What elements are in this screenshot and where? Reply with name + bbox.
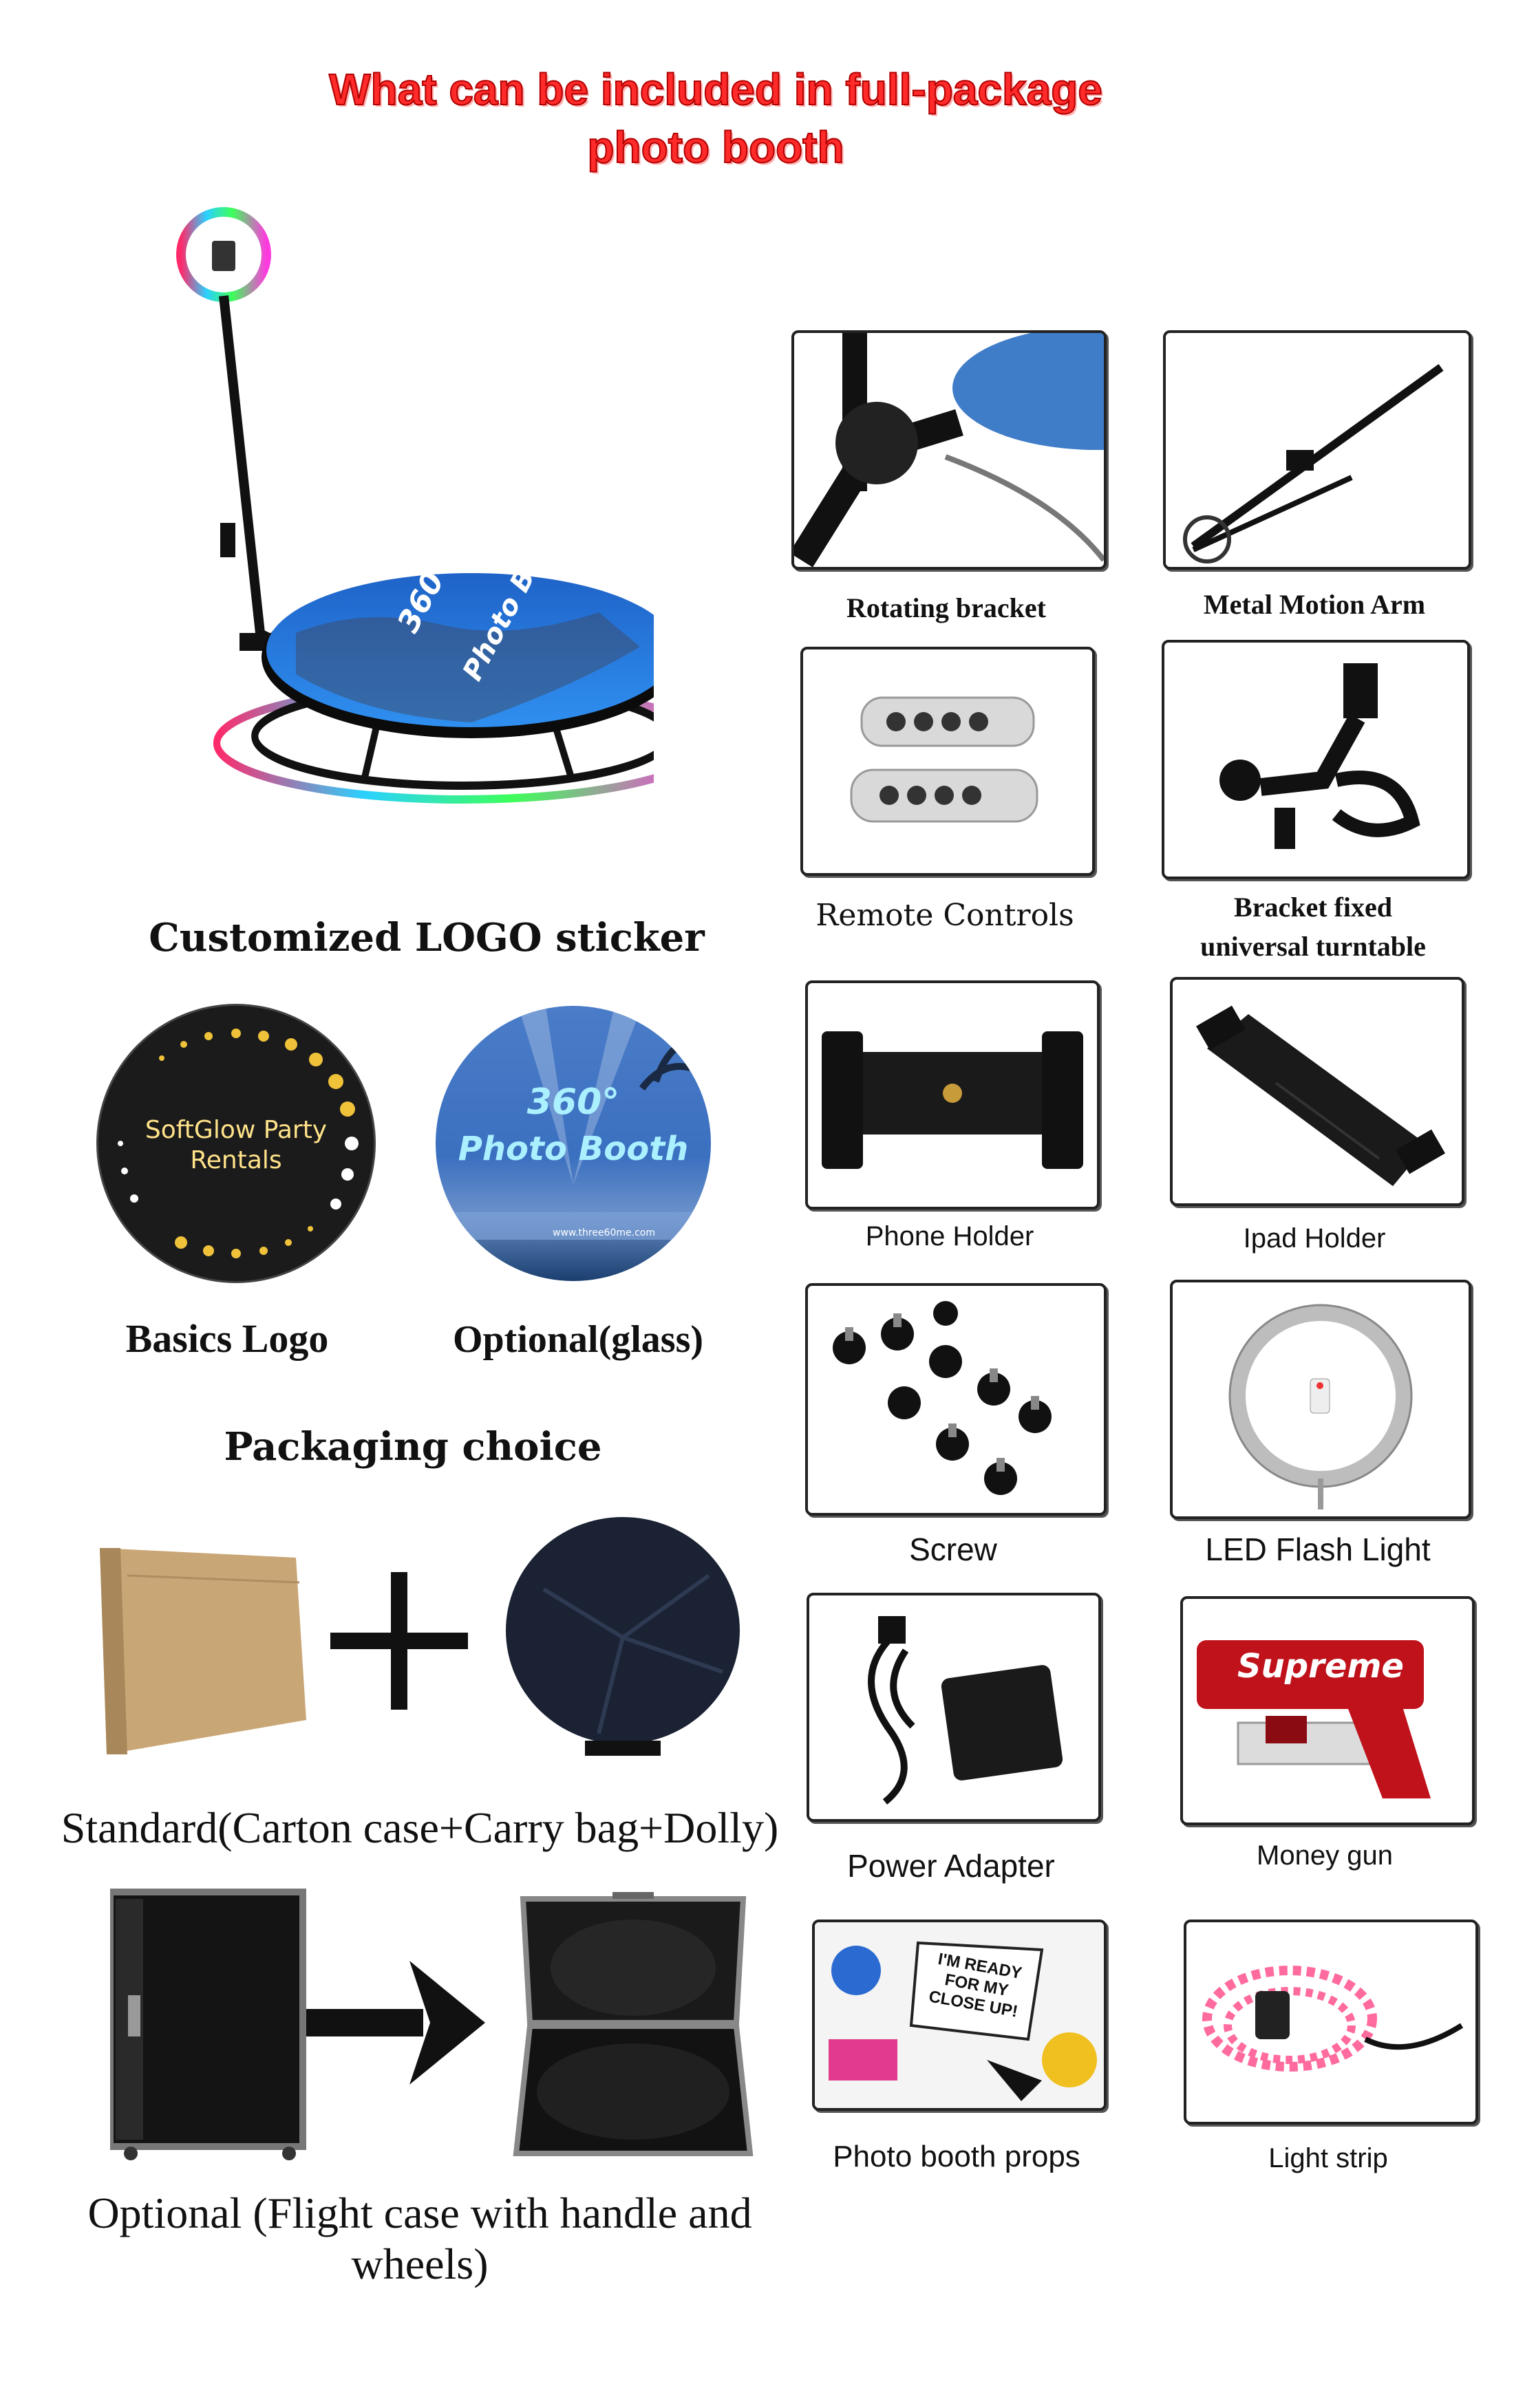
power-adapter-icon xyxy=(868,1616,1063,1805)
flight-case-closed-image xyxy=(107,1885,317,2160)
metal-motion-arm-caption: Metal Motion Arm xyxy=(1203,589,1426,620)
screw-image xyxy=(805,1283,1107,1516)
basic-logo-text-line2: Rentals xyxy=(190,1146,282,1174)
phone-holder-image xyxy=(805,980,1100,1210)
arrow-right-icon xyxy=(306,1954,485,2092)
page-title-line1: What can be included in full-package xyxy=(328,64,1103,115)
glass-logo-sticker: 360° Photo Booth www.three60me.com xyxy=(436,1006,711,1281)
glass-logo-text-photo-booth: Photo Booth xyxy=(458,1130,689,1168)
money-gun-image: Supreme xyxy=(1180,1596,1475,1825)
remote-controls-caption: Remote Controls xyxy=(815,898,1074,933)
logo-section-heading: Customized LOGO sticker xyxy=(149,915,705,960)
basic-logo-caption: Basics Logo xyxy=(125,1316,329,1361)
light-strip-image xyxy=(1184,1920,1478,2125)
photo-booth-illustration: 360° Photo Booth xyxy=(158,193,712,812)
glass-logo-caption: Optional(glass) xyxy=(452,1318,704,1361)
photo-booth-props-caption: Photo booth props xyxy=(833,2140,1080,2173)
power-adapter-caption: Power Adapter xyxy=(847,1848,1055,1884)
bracket-fixed-turntable-image xyxy=(1162,640,1470,879)
photo-booth-props-image: I'M READY FOR MY CLOSE UP! xyxy=(812,1920,1107,2111)
page-title-line2: photo booth xyxy=(586,122,844,173)
basic-logo-text-line1: SoftGlow Party xyxy=(145,1116,328,1144)
flight-case-open-image xyxy=(509,1892,757,2167)
bracket-fixed-caption-line1: Bracket fixed xyxy=(1234,892,1392,923)
money-gun-icon xyxy=(1197,1640,1431,1798)
phone-holder-caption: Phone Holder xyxy=(865,1221,1034,1251)
phone-holder-icon xyxy=(822,1031,1083,1169)
rotating-bracket-caption: Rotating bracket xyxy=(846,592,1046,623)
glass-logo-url: www.three60me.com xyxy=(553,1227,655,1238)
packaging-heading: Packaging choice xyxy=(224,1424,602,1470)
money-gun-brand: Supreme xyxy=(1237,1647,1404,1686)
standard-packaging-caption: Standard(Carton case+Carry bag+Dolly) xyxy=(61,1803,779,1852)
glass-logo-text-360: 360° xyxy=(526,1082,620,1123)
metal-motion-arm-image xyxy=(1163,330,1471,570)
led-flash-light-image xyxy=(1170,1280,1471,1519)
screw-caption: Screw xyxy=(909,1531,997,1567)
light-strip-caption: Light strip xyxy=(1268,2143,1388,2173)
led-flash-light-caption: LED Flash Light xyxy=(1205,1531,1431,1567)
ipad-holder-image xyxy=(1170,977,1464,1206)
carton-case-image xyxy=(100,1548,306,1754)
money-gun-caption: Money gun xyxy=(1257,1840,1393,1871)
optional-packaging-caption: Optional (Flight case with handle and wh… xyxy=(87,2189,752,2288)
motion-arm-icon xyxy=(1183,364,1444,563)
power-adapter-image xyxy=(807,1593,1101,1822)
ipad-holder-icon xyxy=(1196,1005,1445,1186)
clamp-icon xyxy=(1219,663,1420,849)
carry-bag-image xyxy=(502,1514,743,1761)
bracket-fixed-caption-line2: universal turntable xyxy=(1200,931,1426,962)
remote-icon xyxy=(850,696,1038,823)
screw-icon xyxy=(833,1301,1052,1495)
basic-logo-sticker: SoftGlow Party Rentals xyxy=(98,1006,374,1281)
ring-light-icon xyxy=(1228,1304,1413,1509)
light-strip-icon xyxy=(1202,1966,1464,2072)
remote-controls-image xyxy=(800,647,1095,876)
props-icon xyxy=(815,1922,1104,2108)
rotating-bracket-image xyxy=(791,330,1107,570)
plus-icon xyxy=(330,1572,468,1710)
rotating-bracket-icon xyxy=(794,333,1104,567)
ipad-holder-caption: Ipad Holder xyxy=(1243,1223,1386,1254)
